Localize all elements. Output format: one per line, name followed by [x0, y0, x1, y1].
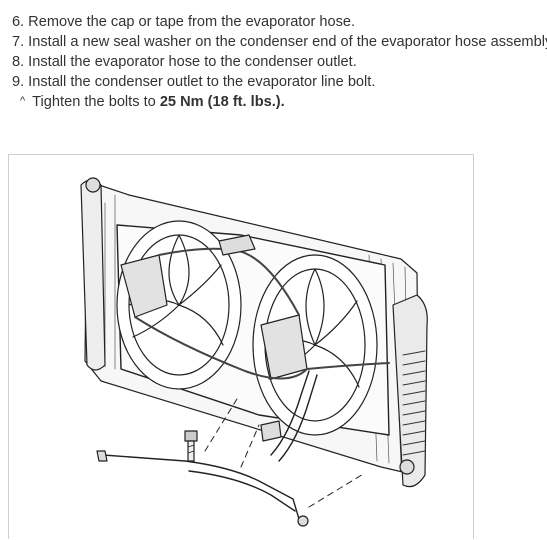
radiator-cap — [85, 177, 101, 193]
radiator-fan-illustration — [80, 177, 428, 527]
evaporator-hose-2 — [188, 470, 296, 512]
step-text: Install the evaporator hose to the conde… — [28, 54, 357, 70]
step-number: 8. — [12, 54, 25, 70]
hose-end-fitting — [96, 450, 108, 462]
bolt-icon — [184, 430, 198, 462]
step-number: 6. — [12, 14, 25, 30]
lower-mount — [399, 459, 415, 475]
step-text: Remove the cap or tape from the evaporat… — [28, 14, 356, 30]
step-number: 9. — [12, 74, 25, 90]
evaporator-hose — [102, 454, 300, 520]
lower-bracket — [260, 420, 282, 442]
step-9: 9.Install the condenser outlet to the ev… — [12, 72, 547, 92]
instruction-list: 6.Remove the cap or tape from the evapor… — [12, 12, 547, 113]
upper-bracket — [218, 234, 256, 256]
left-fan-motor — [120, 254, 168, 318]
step-text: Install a new seal washer on the condens… — [28, 34, 547, 50]
step-7: 7.Install a new seal washer on the conde… — [12, 32, 547, 52]
step-text: Install the condenser outlet to the evap… — [28, 74, 376, 90]
substep-text: Tighten the bolts to — [32, 94, 160, 110]
left-tank — [80, 179, 106, 371]
alignment-line-3 — [240, 424, 260, 468]
right-tank — [392, 294, 428, 488]
step-6: 6.Remove the cap or tape from the evapor… — [12, 12, 547, 32]
step-8: 8.Install the evaporator hose to the con… — [12, 52, 547, 72]
figure-frame — [8, 154, 474, 539]
seal-washer-icon — [297, 515, 309, 527]
torque-spec: 25 Nm (18 ft. lbs.). — [159, 94, 285, 110]
right-tank-ribs — [402, 350, 426, 456]
substep-torque: ^ Tighten the bolts to 25 Nm (18 ft. lbs.… — [12, 92, 547, 113]
caret-bullet-icon: ^ — [20, 95, 26, 107]
step-number: 7. — [12, 34, 25, 50]
alignment-line-2 — [308, 472, 366, 508]
condenser-line — [270, 370, 318, 462]
